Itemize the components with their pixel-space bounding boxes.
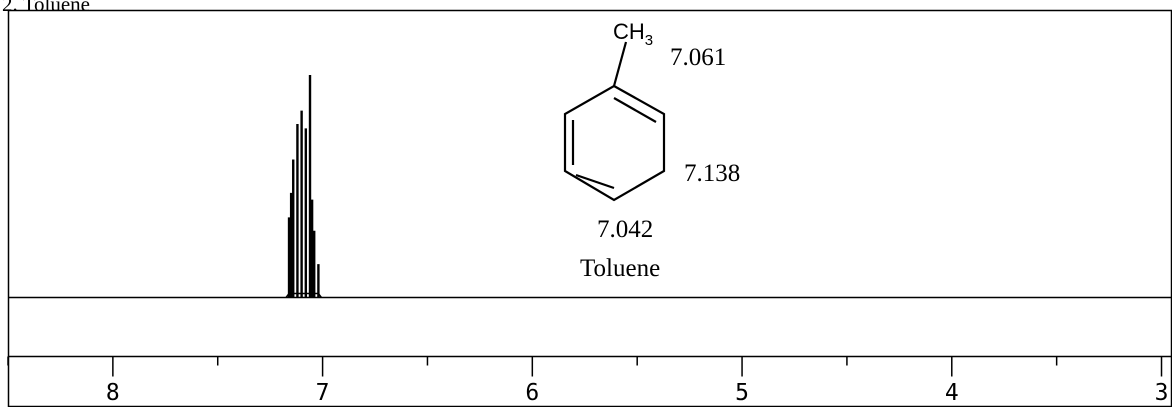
methyl-label: CH3 (613, 19, 653, 49)
tick-label-5: 5 (735, 380, 749, 406)
spectrum-peaks (285, 75, 322, 298)
toluene-structure (563, 41, 666, 202)
plot-frame (7, 9, 1172, 407)
methyl-bond (612, 41, 628, 87)
molecule-name: Toluene (580, 255, 660, 282)
shift-label-meta: 7.138 (684, 160, 740, 187)
tick-label-6: 6 (525, 380, 539, 406)
tick-label-7: 7 (316, 380, 330, 406)
methyl-subscript: 3 (645, 32, 653, 49)
benzene-ring (563, 84, 666, 202)
x-axis-ticks (7, 356, 1163, 377)
tick-label-3: 3 (1155, 380, 1169, 406)
ring-double-bond-3 (575, 173, 615, 190)
peak-envelope (285, 292, 322, 298)
shift-label-ortho: 7.061 (670, 44, 726, 71)
tick-label-8: 8 (106, 380, 120, 406)
x-axis-tick-labels: 8 7 6 5 4 3 (106, 380, 1169, 406)
ring-double-bond-1 (613, 97, 657, 123)
tick-label-4: 4 (945, 380, 959, 406)
shift-label-para: 7.042 (597, 216, 653, 243)
